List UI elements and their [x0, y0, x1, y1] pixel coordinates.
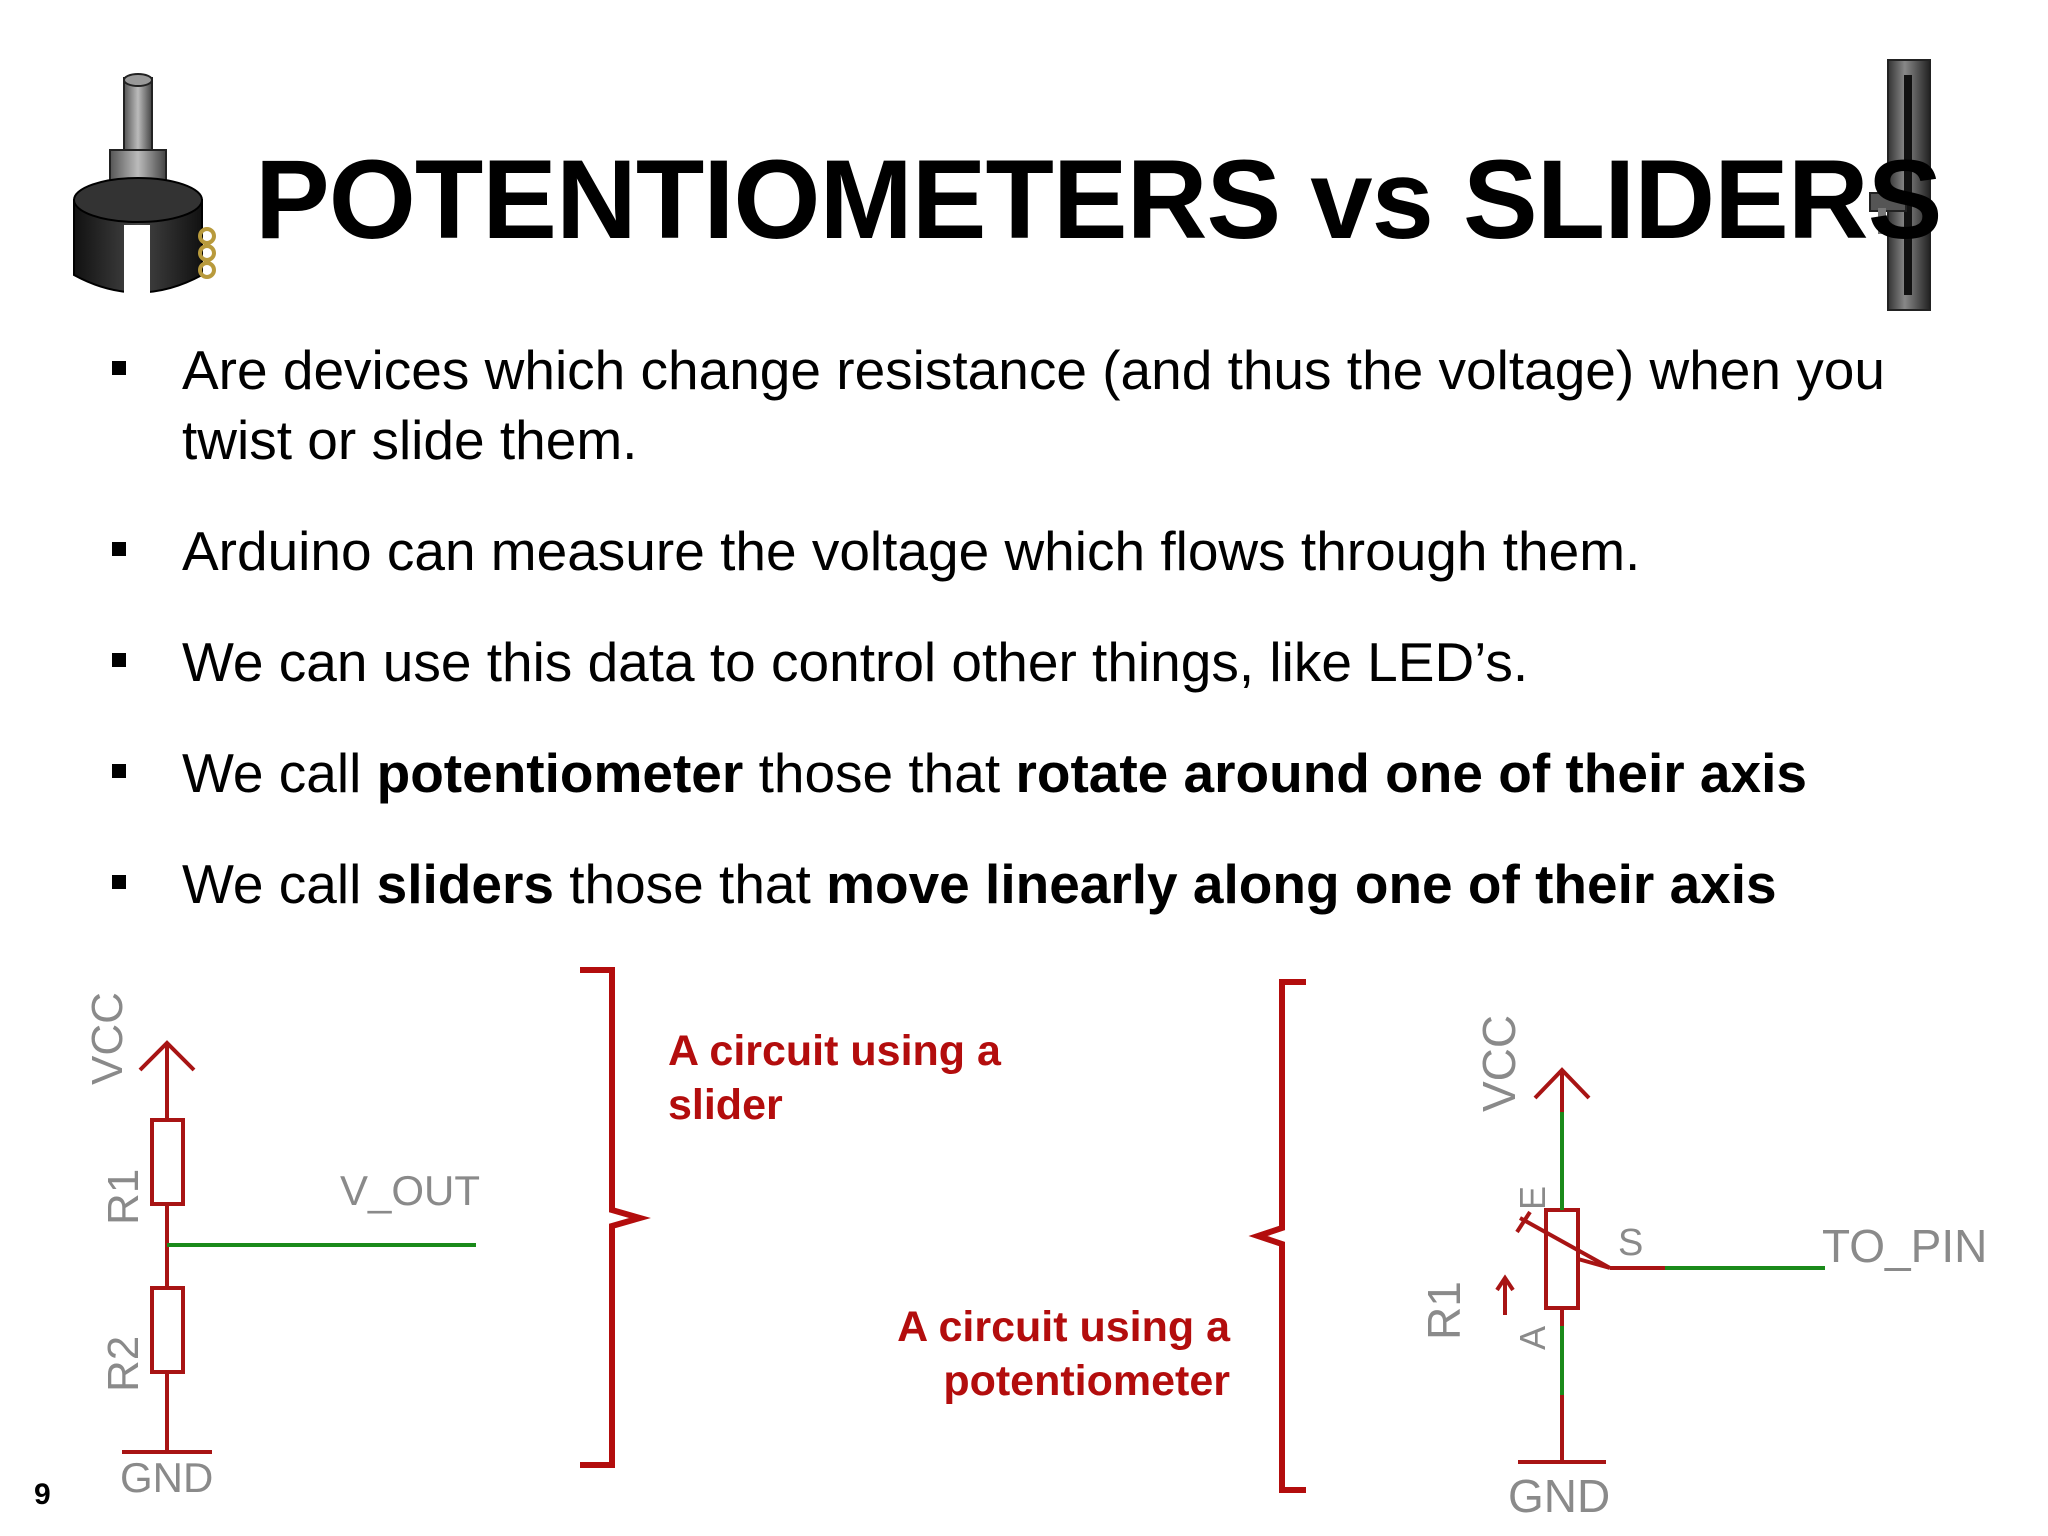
bullet-item: We can use this data to control other th…	[104, 627, 2004, 697]
bullet-text-bold: potentiometer	[376, 742, 744, 804]
r2-label: R2	[99, 1336, 148, 1392]
bullet-item: Arduino can measure the voltage which fl…	[104, 516, 2004, 586]
gnd-label: GND	[120, 1454, 213, 1501]
bullet-item: We call sliders those that move linearly…	[104, 849, 2004, 919]
bullet-text: We can use this data to control other th…	[182, 631, 1529, 693]
bullet-list: Are devices which change resistance (and…	[104, 335, 2004, 919]
bullet-text-bold: sliders	[376, 853, 554, 915]
bullet-text-bold: rotate around one of their axis	[1015, 742, 1807, 804]
gnd-label: GND	[1508, 1470, 1610, 1522]
a-terminal-label: A	[1512, 1326, 1553, 1350]
caption-potentiometer: A circuit using a potentiometer	[897, 1303, 1230, 1405]
bullet-text-plain: those that	[743, 742, 1016, 804]
vcc-label: VCC	[1473, 1015, 1525, 1112]
bullet-text-plain: those that	[553, 853, 827, 915]
bullet-item: Are devices which change resistance (and…	[104, 335, 2004, 475]
vout-label: V_OUT	[340, 1167, 480, 1214]
r1-label: R1	[99, 1169, 148, 1225]
bullet-item: We call potentiometer those that rotate …	[104, 738, 2004, 808]
r1-label: R1	[1418, 1281, 1470, 1340]
slide-title: POTENTIOMETERS vs SLIDERS	[255, 137, 1942, 262]
bullet-text: Arduino can measure the voltage which fl…	[182, 520, 1641, 582]
bullet-text-plain: We call	[182, 853, 377, 915]
bullet-text: Are devices which change resistance (and…	[182, 339, 1885, 471]
bullet-text-bold: move linearly along one of their axis	[826, 853, 1777, 915]
bullet-text-plain: We call	[182, 742, 377, 804]
slide-number: 9	[34, 1478, 51, 1511]
caption-slider: A circuit using a slider	[668, 1027, 1001, 1129]
e-terminal-label: E	[1512, 1186, 1553, 1210]
to-pin-label: TO_PIN	[1822, 1220, 1987, 1272]
s-terminal-label: S	[1618, 1222, 1643, 1264]
vcc-label: VCC	[83, 992, 132, 1085]
